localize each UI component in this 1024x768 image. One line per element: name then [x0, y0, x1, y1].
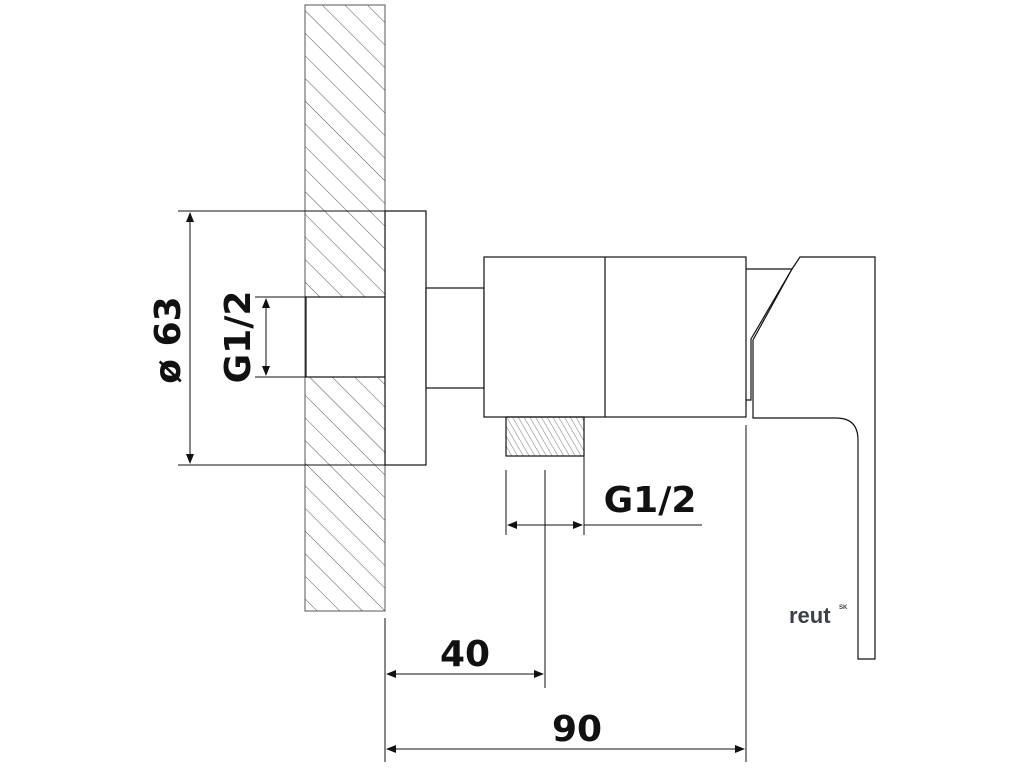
wall-thread-label: G1/2	[218, 291, 259, 384]
dimension-outlet-thread: G1/2	[505, 456, 702, 535]
wall-pipe-cutout	[305, 296, 386, 378]
brand-logo: reut SK	[789, 603, 848, 628]
connection-neck	[425, 287, 485, 389]
dimension-total-depth: 90	[384, 425, 747, 762]
brand-suffix: SK	[839, 605, 848, 611]
wall-section	[304, 4, 386, 612]
total-depth-label: 90	[552, 709, 602, 750]
outlet-thread-label: G1/2	[604, 480, 697, 521]
flange-diameter-label: ø 63	[148, 296, 189, 383]
dimension-flange-diameter: ø 63	[148, 210, 385, 466]
mixer-body	[483, 256, 747, 418]
dimension-outlet-offset: 40	[386, 470, 546, 688]
outlet-offset-label: 40	[440, 634, 490, 675]
brand-name: reut	[789, 603, 831, 628]
lever-handle	[746, 256, 876, 660]
flange	[384, 210, 427, 466]
dimension-wall-thread: G1/2	[218, 291, 306, 384]
outlet-thread	[505, 416, 585, 457]
